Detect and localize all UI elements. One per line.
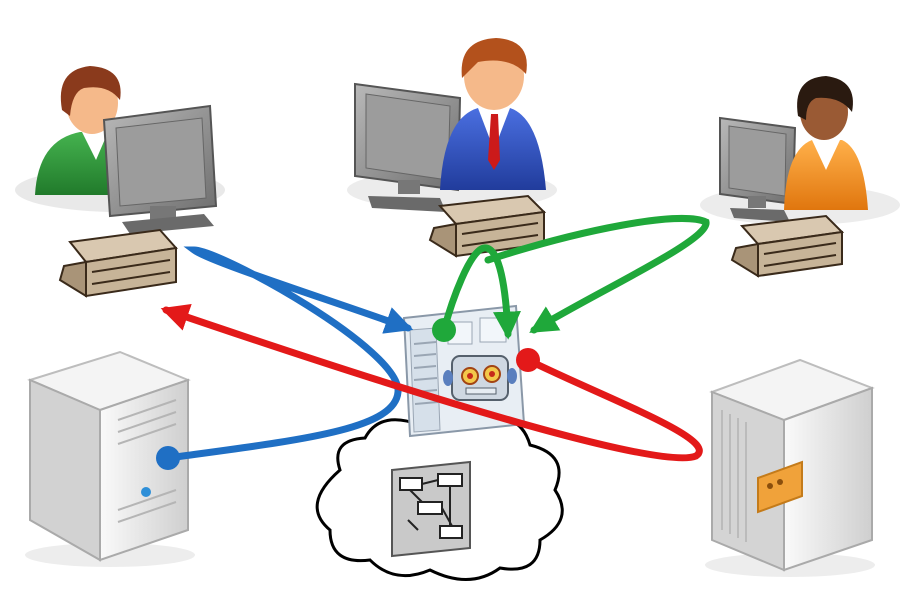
blue-flow-endpoint: [156, 446, 180, 470]
user-workstation-center: [347, 38, 557, 258]
monitor-icon: [354, 82, 462, 212]
green-flow-arrow-b: [484, 214, 710, 334]
green-flow-arrow-a: [440, 244, 521, 340]
tower-server-right: [705, 358, 875, 577]
user-workstation-right: [700, 76, 900, 278]
tower-server-left: [25, 350, 195, 567]
user-workstation-left: [15, 66, 225, 298]
red-flow-arrow: [160, 303, 703, 462]
blue-flow-arrow: [164, 246, 414, 462]
user-avatar-icon: [784, 76, 868, 210]
printer-icon: [730, 214, 845, 278]
thought-cloud: [315, 386, 564, 581]
green-flow-endpoint: [432, 318, 456, 342]
power-led-icon: [141, 487, 151, 497]
user-avatar-icon: [440, 38, 546, 190]
printer-icon: [428, 194, 547, 258]
printer-icon: [58, 228, 178, 298]
robot-face-icon: [443, 355, 517, 401]
workflow-flowchart-icon: [391, 460, 471, 558]
monitor-icon: [719, 116, 797, 222]
monitor-icon: [102, 104, 218, 234]
server-panel-icon: [757, 460, 803, 514]
red-flow-endpoint: [516, 348, 540, 372]
